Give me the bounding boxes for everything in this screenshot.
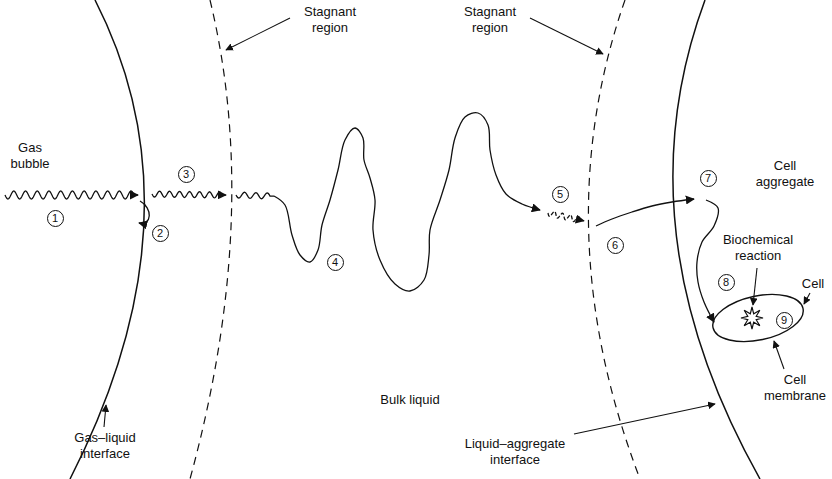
transport-path [274,113,540,291]
region-label: Gas bubble [3,140,57,171]
callout-number: 1 [47,210,64,227]
region-label: Stagnant region [290,4,370,35]
callout-number: 3 [178,166,195,183]
leader-line [774,341,784,369]
region-label: Cell [798,276,828,292]
region-label: Stagnant region [450,4,530,35]
leader-line [226,18,290,50]
callout-number: 2 [152,225,169,242]
transport-path [548,211,584,221]
callout-number: 6 [607,237,624,254]
transport-path [596,199,694,226]
callout-number: 9 [776,312,793,329]
callout-number: 8 [718,274,735,291]
leader-line [530,18,603,54]
leader-line [104,405,106,427]
callout-number: 7 [700,170,717,187]
callout-number: 5 [552,186,569,203]
region-label: Gas–liquid interface [60,430,150,461]
region-label: Biochemical reaction [712,232,804,263]
transport-path [236,192,274,198]
leader-line [574,404,715,434]
transport-path [697,200,719,322]
transport-path [5,191,138,199]
leader-line [753,268,757,305]
stagnant-boundary [588,0,640,479]
callout-number: 4 [327,254,344,271]
transport-path [152,191,226,198]
transport-path [139,201,149,223]
stagnant-boundary [190,0,232,479]
reaction-star [741,307,763,329]
region-label: Cell membrane [762,372,828,403]
cell-outline [708,287,807,349]
region-label: Bulk liquid [375,392,445,408]
leader-line [804,293,810,304]
gas-liquid-interface [70,0,144,479]
region-label: Cell aggregate [745,158,825,189]
region-label: Liquid–aggregate interface [455,436,575,467]
